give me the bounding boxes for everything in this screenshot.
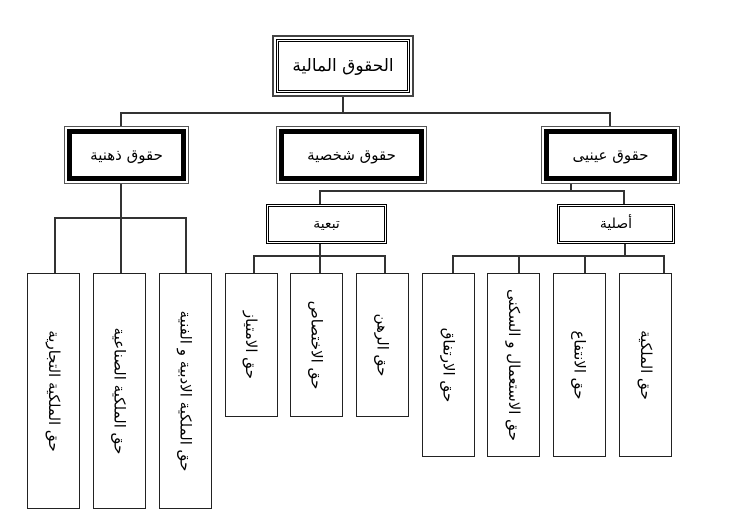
leaf-label: حق الاستعمال و السكنى <box>504 289 523 441</box>
connector <box>319 255 321 273</box>
leaf-mortgage: حق الرهن <box>356 273 409 417</box>
node-personal-rights: حقوق شخصية <box>276 126 427 184</box>
node-original-rights: أصلية <box>557 204 675 244</box>
connector <box>120 112 122 127</box>
connector <box>609 112 611 127</box>
leaf-label: حق الارتفاق <box>439 327 458 403</box>
leaf-commercial-property: حق الملكية التجارية <box>27 273 80 509</box>
node-label: حقوق شخصية <box>307 146 396 164</box>
leaf-label: حق الاختصاص <box>307 300 326 390</box>
connector <box>452 255 664 257</box>
connector <box>518 255 520 273</box>
connector <box>319 190 624 192</box>
connector <box>253 255 255 273</box>
root-label: الحقوق المالية <box>292 56 394 76</box>
leaf-label: حق الملكية التجارية <box>44 330 63 452</box>
leaf-label: حق الملكية <box>636 330 655 400</box>
root-node: الحقوق المالية <box>272 35 414 97</box>
leaf-label: حق الانتفاع <box>570 330 589 400</box>
leaf-label: حق الامتياز <box>242 310 261 380</box>
connector <box>185 217 187 273</box>
leaf-specialization: حق الاختصاص <box>290 273 343 417</box>
connector <box>120 112 610 114</box>
connector <box>120 217 122 273</box>
node-label: تبعية <box>313 216 340 232</box>
leaf-usufruct: حق الانتفاع <box>553 273 606 457</box>
leaf-industrial-property: حق الملكية الصناعية <box>93 273 146 509</box>
node-label: أصلية <box>599 216 633 232</box>
leaf-literary-artistic-property: حق الملكية الادبية و الفنية <box>159 273 212 509</box>
leaf-easement: حق الارتفاق <box>422 273 475 457</box>
connector <box>623 190 625 204</box>
connector <box>54 217 56 273</box>
connector <box>120 183 122 217</box>
leaf-ownership: حق الملكية <box>619 273 672 457</box>
node-real-rights: حقوق عينيى <box>541 126 680 184</box>
node-intellectual-rights: حقوق ذهنية <box>64 126 189 184</box>
node-label: حقوق عينيى <box>572 146 649 164</box>
connector <box>624 243 626 255</box>
connector <box>584 255 586 273</box>
connector <box>452 255 454 273</box>
leaf-privilege: حق الامتياز <box>225 273 278 417</box>
leaf-label: حق الملكية الادبية و الفنية <box>176 310 195 472</box>
connector <box>384 255 386 273</box>
connector <box>319 190 321 204</box>
leaf-use-habitation: حق الاستعمال و السكنى <box>487 273 540 457</box>
node-label: حقوق ذهنية <box>90 146 163 164</box>
leaf-label: حق الرهن <box>373 313 392 377</box>
connector <box>663 255 665 273</box>
node-accessory-rights: تبعية <box>266 204 387 244</box>
leaf-label: حق الملكية الصناعية <box>110 327 129 455</box>
connector <box>570 183 572 190</box>
connector <box>319 243 321 255</box>
connector <box>342 95 344 112</box>
